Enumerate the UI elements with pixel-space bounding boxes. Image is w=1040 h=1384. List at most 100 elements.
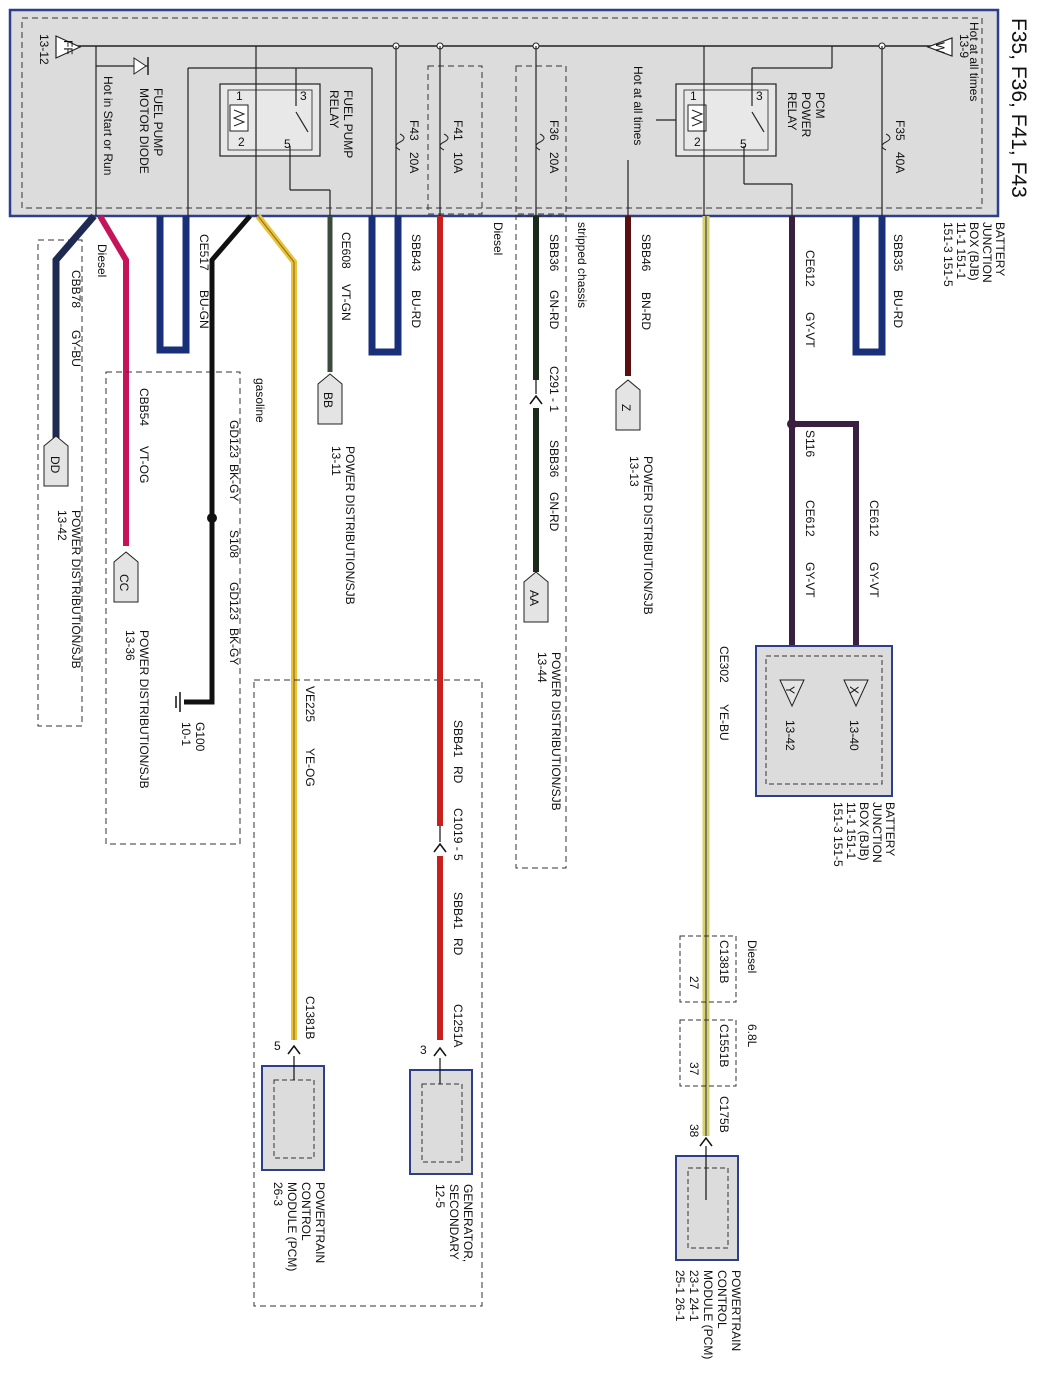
conn-c1381b-right-pin: 27: [687, 976, 701, 990]
pd-z-icon: [615, 379, 641, 431]
hot-all-times-right: Hot at all times: [967, 22, 981, 101]
wire-ce612-c-circuit: CE612: [867, 500, 881, 537]
fuel-relay-label-2: RELAY: [327, 90, 341, 128]
wire-ve225: [255, 214, 297, 1040]
pcm-right-label-2: CONTROL: [715, 1270, 729, 1329]
pd-cc-letter: CC: [117, 574, 131, 592]
wire-sbb41-a-color: RD: [451, 766, 465, 784]
bjb2-label-1: BATTERY: [883, 802, 897, 856]
wire-cbb54-color: VT-OG: [137, 446, 151, 483]
conn-c175b: C175B: [717, 1096, 731, 1133]
wire-ve225-circuit: VE225: [303, 686, 317, 722]
wire-sbb46-circuit: SBB46: [639, 234, 653, 272]
relay-pin-1: 1: [236, 89, 243, 103]
fuse-f41-icon: [439, 133, 449, 151]
bjb-ref-x-page: 13-40: [847, 720, 861, 751]
fuel-pump-relay-inner: [227, 89, 313, 151]
pcm-right-label-1: POWERTRAIN: [729, 1270, 743, 1351]
diesel-cbb78-region: [37, 239, 83, 727]
pcm-relay-coil-zigzag: [690, 109, 704, 127]
pd-cc-text: POWER DISTRIBUTION/SJB: [137, 630, 151, 789]
pd-aa-page: 13-44: [535, 652, 549, 683]
pcm-right-label-3: MODULE (PCM): [701, 1270, 715, 1359]
conn-c291: C291 - 1: [547, 366, 561, 412]
pd-bb-page: 13-11: [329, 446, 343, 476]
wire-gd123-b-color: BK-GY: [227, 628, 241, 665]
fuse-f36-rating: 20A: [547, 152, 561, 173]
diesel-label-3: Diesel: [745, 940, 759, 973]
pcm-right-label-5: 25-1 26-1: [673, 1270, 687, 1322]
conn-c1551b-pin: 37: [687, 1062, 701, 1076]
wire-ce517: [156, 216, 190, 354]
fuse-f35-id: F35: [893, 120, 907, 141]
pd-cc-icon: [113, 551, 139, 603]
pd-bb-letter: BB: [321, 392, 335, 408]
pd-aa-letter: AA: [527, 590, 541, 606]
wire-ce612-b-color: GY-VT: [803, 562, 817, 598]
bjb-ref-y-letter: Y: [783, 686, 797, 694]
pcm-relay-pin-1: 1: [690, 89, 697, 103]
pcm-right-label-4: 23-1 24-1: [687, 1270, 701, 1322]
wire-sbb41-b-color: RD: [451, 938, 465, 956]
generator-label-2: SECONDARY: [447, 1184, 461, 1260]
wire-ce612-b-circuit: CE612: [803, 500, 817, 537]
pcm-left-label-4: 26-3: [271, 1182, 285, 1206]
bjb2-label-3: BOX (BJB): [857, 802, 871, 861]
conn-c175b-pin: 38: [687, 1124, 701, 1138]
wire-ce612-c-color: GY-VT: [867, 562, 881, 598]
pd-bb-text: POWER DISTRIBUTION/SJB: [343, 446, 357, 605]
wire-sbb41-b-circuit: SBB41: [451, 892, 465, 930]
wire-sbb35-color: BU-RD: [891, 290, 905, 328]
conn-arrow: [699, 1136, 713, 1147]
ref-ff-letter: FF: [61, 40, 75, 55]
wire-sbb35-circuit: SBB35: [891, 234, 905, 272]
conn-c1381b-left: C1381B: [303, 996, 317, 1039]
wire-sbb43: [368, 216, 402, 356]
relay-pin-5: 5: [284, 137, 291, 151]
pcm-relay-pin-5: 5: [740, 137, 747, 151]
wire-ce608-color: VT-GN: [339, 284, 353, 321]
wire-gd123-a: [209, 214, 252, 516]
pd-z-text: POWER DISTRIBUTION/SJB: [641, 456, 655, 615]
ref-w-icon: [926, 37, 953, 57]
bjb-lower-box: [755, 645, 893, 797]
fuel-relay-label-1: FUEL PUMP: [341, 90, 355, 158]
wire-ce608-circuit: CE608: [339, 232, 353, 269]
pcm-relay-label-1: PCM: [813, 92, 827, 119]
pd-z-letter: Z: [619, 404, 633, 411]
wire-cbb78-circuit: CBB78: [69, 270, 83, 308]
bjb-ref-y-icon: [779, 679, 805, 708]
ref-w-letter: W: [933, 42, 947, 54]
pcm-relay-label-2: POWER: [799, 92, 813, 138]
conn-c1251a-pin: 3: [420, 1043, 427, 1057]
pcm-relay-switch: [751, 111, 765, 133]
fuse-f36-id: F36: [547, 120, 561, 141]
pd-cc-page: 13-36: [123, 630, 137, 661]
wire-ve225-stripe: [257, 215, 295, 1040]
fuse-f36-icon: [535, 133, 545, 151]
stripped-sbb36-region: [515, 215, 567, 869]
wire-ce612-c: [792, 421, 859, 660]
pd-bb-icon: [317, 373, 343, 425]
bjb-label-1: BATTERY: [993, 222, 1007, 276]
bjb-ref-x-icon: [843, 679, 869, 708]
diesel-label-2: Diesel: [491, 222, 505, 255]
wire-sbb36-a-circuit: SBB36: [547, 234, 561, 272]
wire-sbb43-color: BU-RD: [409, 290, 423, 328]
diesel-f41-region: [427, 65, 483, 215]
ground-id: G100: [193, 722, 207, 752]
wire-cbb54-circuit: CBB54: [137, 388, 151, 426]
diode-label-2: MOTOR DIODE: [137, 88, 151, 174]
fuse-f43-id: F43: [407, 120, 421, 141]
stripped-f36-region: [515, 65, 567, 215]
pd-aa-icon: [523, 571, 549, 623]
pcm-power-relay-inner: [683, 89, 769, 151]
generator-module: [409, 1069, 473, 1175]
engine-68-label: 6.8L: [745, 1024, 759, 1048]
splice-s108-label: S108: [227, 530, 241, 558]
wire-gd123-b: [184, 520, 215, 705]
wire-ce302-color: YE-BU: [717, 704, 731, 741]
bjb-label-2: JUNCTION: [980, 222, 994, 283]
pcm-right-module: [675, 1155, 739, 1261]
diesel-generator-region: [253, 679, 483, 1307]
